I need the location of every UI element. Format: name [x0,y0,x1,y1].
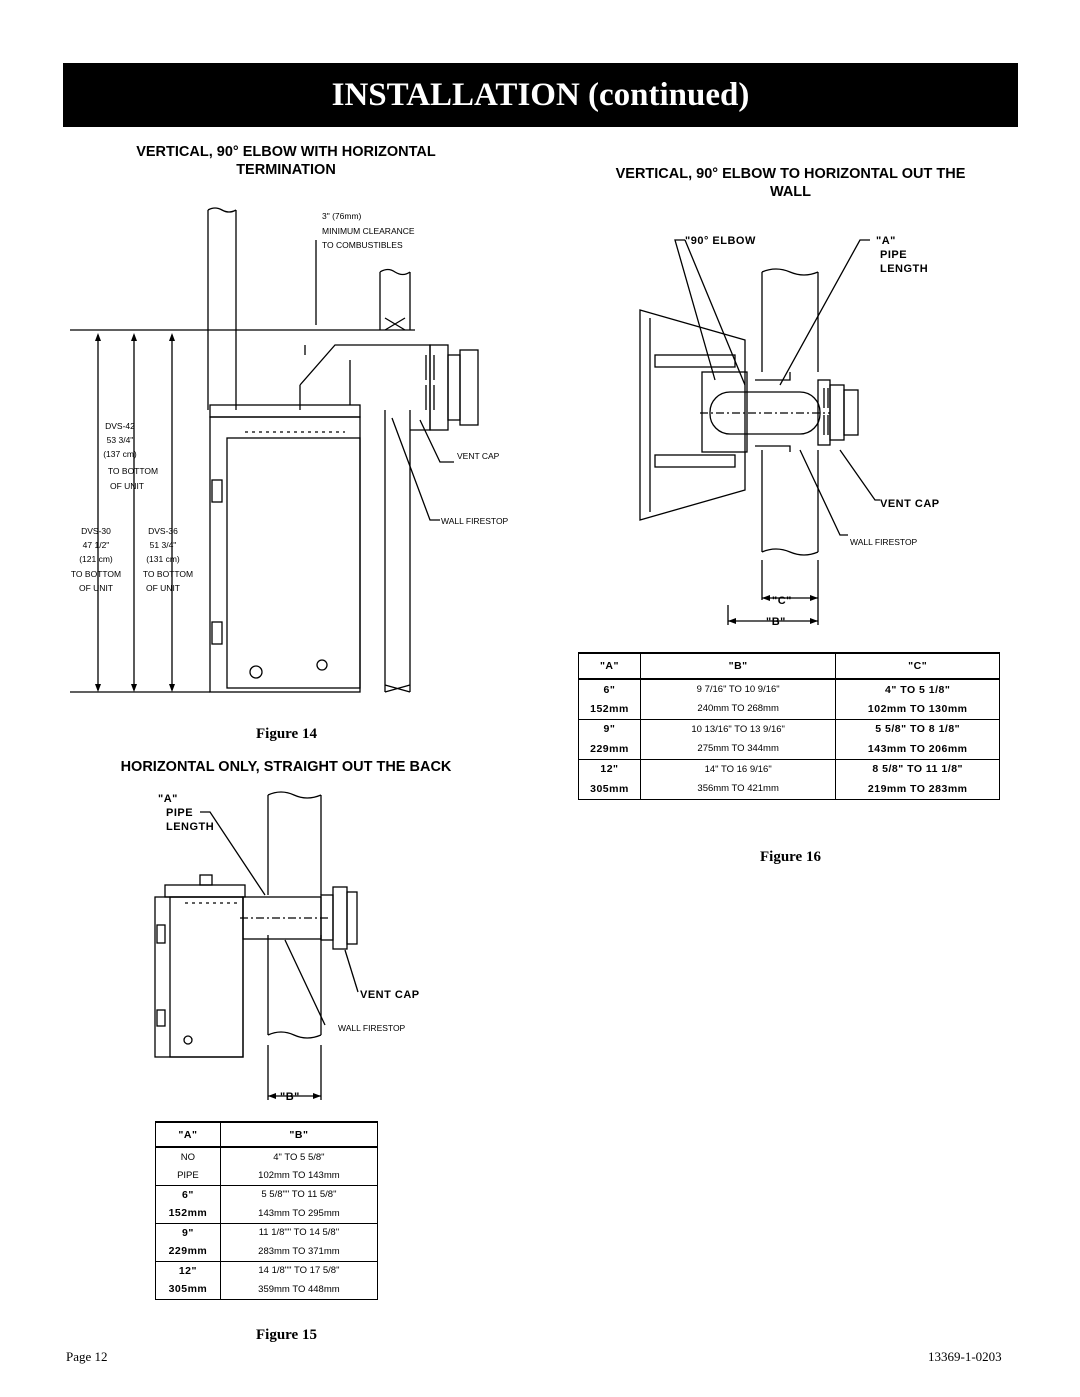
fig14-dvs36-to-bottom: TO BOTTOM [143,569,193,579]
table-row: 152mm 240mm TO 268mm 102mm TO 130mm [578,699,1000,720]
fig16-dim-b: "B" [766,616,786,628]
fig14-dvs36-inches: 51 3/4" [150,540,177,550]
table-row: 229mm 275mm TO 344mm 143mm TO 206mm [578,739,1000,760]
fig14-dvs30-of-unit: OF UNIT [79,583,113,593]
fig14-dvs42-cm: (137 cm) [103,449,137,459]
table-row: NO 4" TO 5 5/8" [155,1147,379,1166]
table-row: 12" 14" TO 16 9/16" 8 5/8" TO 11 1/8" [578,759,1000,779]
section-heading-vertical-elbow-out-the-wall: VERTICAL, 90° ELBOW TO HORIZONTAL OUT TH… [615,166,966,200]
fig16-col-b-header: "B" [639,652,837,680]
page-title-banner: INSTALLATION (continued) [63,63,1018,127]
fig14-dvs30-inches: 47 1/2" [83,540,110,550]
fig14-clearance-line3: TO COMBUSTIBLES [322,240,403,250]
fig14-wall-firestop-label: WALL FIRESTOP [441,516,509,526]
fig15-col-b-header: "B" [219,1121,379,1148]
fig15-vent-cap-label: VENT CAP [360,989,420,1001]
fig14-dvs42-model: DVS-42 [105,421,135,431]
section-heading-vertical-elbow-horizontal-termination: VERTICAL, 90° ELBOW WITH HORIZONTAL TERM… [136,144,436,178]
fig15-a-label: "A" [158,793,178,805]
fig14-dvs42-of-unit: OF UNIT [110,481,144,491]
fig15-pipe-label: PIPE [166,807,193,819]
figure-15-table: "A" "B" NO 4" TO 5 5/8" PIPE 102mm TO 14… [155,1121,379,1300]
fig14-vent-cap-label: VENT CAP [457,451,500,461]
table-row: 6" 5 5/8"" TO 11 5/8" [155,1185,379,1204]
table-row: PIPE 102mm TO 143mm [155,1166,379,1186]
section-heading-horizontal-only: HORIZONTAL ONLY, STRAIGHT OUT THE BACK [120,759,452,775]
table-row: 9" 11 1/8"" TO 14 5/8" [155,1223,379,1242]
figure-14-caption: Figure 14 [256,726,317,742]
figure-16-table: "A" "B" "C" 6" 9 7/16" TO 10 9/16" 4" TO… [578,652,1000,800]
fig14-dvs30-to-bottom: TO BOTTOM [71,569,121,579]
fig14-dvs30-cm: (121 cm) [79,554,113,564]
figure-15-caption: Figure 15 [256,1327,317,1343]
fig16-length-label: LENGTH [880,263,928,275]
fig16-a-label: "A" [876,235,896,247]
table-row: 6" 9 7/16" TO 10 9/16" 4" TO 5 1/8" [578,679,1000,699]
fig16-wall-firestop-label: WALL FIRESTOP [850,537,918,547]
table-row: 9" 10 13/16" TO 13 9/16" 5 5/8" TO 8 1/8… [578,719,1000,739]
fig14-dvs30-model: DVS-30 [81,526,111,536]
fig15-length-label: LENGTH [166,821,214,833]
fig16-dim-c: "C" [772,595,792,607]
fig14-dvs36-model: DVS-36 [148,526,178,536]
fig15-dim-b: "B" [280,1091,300,1103]
table-row: 152mm 143mm TO 295mm [155,1204,379,1224]
page-number: Page 12 [66,1349,108,1364]
fig15-col-a-header: "A" [155,1121,221,1148]
table-row: 305mm 359mm TO 448mm [155,1280,379,1300]
table-row: 229mm 283mm TO 371mm [155,1242,379,1262]
fig14-dvs36-of-unit: OF UNIT [146,583,180,593]
table-row: 12" 14 1/8"" TO 17 5/8" [155,1261,379,1280]
fig16-col-a-header: "A" [578,652,641,680]
page-title: INSTALLATION (continued) [331,76,750,113]
document-number: 13369-1-0203 [928,1349,1002,1364]
fig16-vent-cap-label: VENT CAP [880,498,940,510]
fig16-elbow-label: "90° ELBOW [685,235,756,247]
fig14-clearance-line1: 3" (76mm) [322,211,362,221]
figure-16-caption: Figure 16 [760,849,821,865]
fig15-wall-firestop-label: WALL FIRESTOP [338,1023,406,1033]
fig14-dvs42-to-bottom: TO BOTTOM [108,466,158,476]
table-row: 305mm 356mm TO 421mm 219mm TO 283mm [578,779,1000,800]
fig14-dvs36-cm: (131 cm) [146,554,180,564]
fig14-dvs42-inches: 53 3/4" [107,435,134,445]
fig16-pipe-label: PIPE [880,249,907,261]
fig14-clearance-line2: MINIMUM CLEARANCE [322,226,415,236]
fig16-col-c-header: "C" [835,652,1000,680]
